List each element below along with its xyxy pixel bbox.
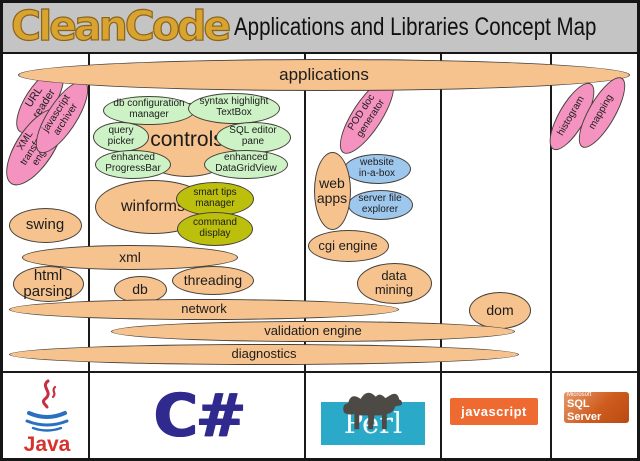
cgi-engine-node[interactable]: cgi engine bbox=[307, 230, 389, 262]
applications-node[interactable]: applications bbox=[18, 59, 630, 91]
syntax-highlight-textbox-node[interactable]: syntax highlight TextBox bbox=[188, 92, 280, 124]
column-divider bbox=[440, 52, 442, 458]
command-display-node[interactable]: command display bbox=[177, 212, 253, 246]
header: CleanCode Applications and Libraries Con… bbox=[3, 3, 637, 54]
html-parsing-node[interactable]: html parsing bbox=[12, 266, 84, 302]
server-file-explorer-node[interactable]: server file explorer bbox=[347, 190, 413, 220]
cleancode-logo: CleanCode bbox=[10, 1, 231, 50]
db-node[interactable]: db bbox=[113, 275, 167, 303]
csharp-logo[interactable]: C# bbox=[99, 374, 299, 458]
data-mining-node[interactable]: data mining bbox=[356, 262, 432, 304]
sql-editor-pane-node[interactable]: SQL editor pane bbox=[215, 121, 291, 153]
dom-node[interactable]: dom bbox=[469, 291, 531, 329]
page-title: Applications and Libraries Concept Map bbox=[234, 13, 597, 41]
network-node[interactable]: network bbox=[9, 298, 399, 320]
perl-logo[interactable]: Perl bbox=[316, 374, 430, 450]
microsoft-brand-label: Microsoft bbox=[567, 392, 592, 399]
java-coffee-cup-icon bbox=[25, 379, 69, 432]
javascript-logo-label: javascript bbox=[461, 404, 527, 419]
smart-tips-manager-node[interactable]: smart tips manager bbox=[176, 182, 254, 216]
enhanced-progressbar-node[interactable]: enhanced ProgressBar bbox=[95, 149, 171, 179]
column-divider bbox=[550, 52, 552, 458]
javascript-logo[interactable]: javascript bbox=[450, 398, 538, 425]
logos-row-divider bbox=[3, 371, 637, 373]
csharp-logo-label: C# bbox=[153, 381, 246, 451]
camel-icon bbox=[343, 392, 402, 430]
concept-map: Java C# Perl javascript Microsoft SQL Se… bbox=[3, 3, 637, 458]
db-configuration-manager-node[interactable]: db configuration manager bbox=[103, 95, 195, 125]
column-divider bbox=[304, 52, 306, 458]
query-picker-node[interactable]: query picker bbox=[93, 122, 149, 152]
diagnostics-node[interactable]: diagnostics bbox=[9, 343, 519, 365]
sqlserver-logo[interactable]: Microsoft SQL Server bbox=[564, 392, 629, 423]
sqlserver-logo-label: SQL Server bbox=[567, 398, 602, 423]
threading-node[interactable]: threading bbox=[172, 265, 254, 295]
java-logo-label: Java bbox=[23, 433, 71, 456]
validation-engine-node[interactable]: validation engine bbox=[111, 320, 515, 342]
xml-node[interactable]: xml bbox=[22, 244, 238, 270]
java-logo[interactable]: Java bbox=[9, 376, 85, 458]
web-apps-node[interactable]: web apps bbox=[313, 152, 351, 230]
website-in-a-box-node[interactable]: website in-a-box bbox=[343, 154, 411, 184]
enhanced-datagridview-node[interactable]: enhanced DataGridView bbox=[204, 149, 288, 179]
swing-node[interactable]: swing bbox=[8, 207, 82, 243]
